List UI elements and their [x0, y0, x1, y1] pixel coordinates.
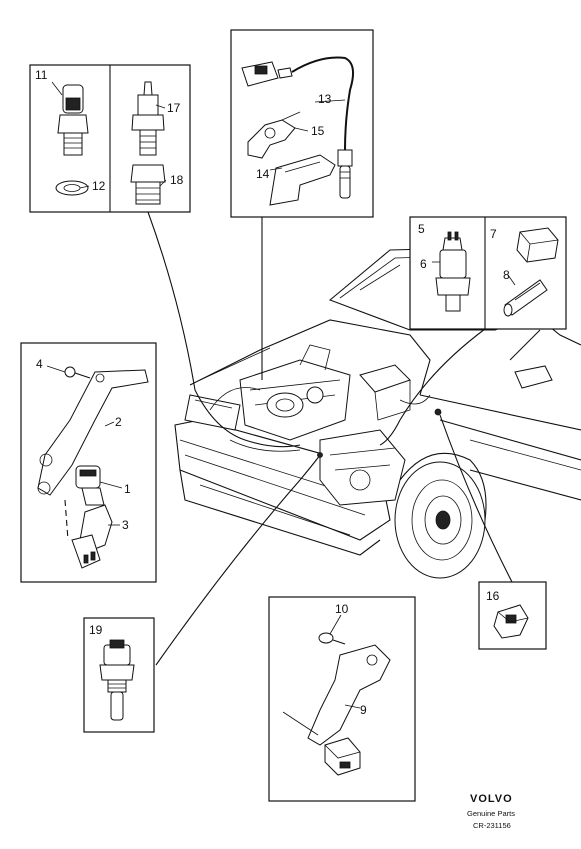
- part-8-fuse: [503, 279, 548, 317]
- part-18-adapter: [130, 164, 166, 205]
- part-15-bracket: [247, 111, 301, 159]
- volvo-logo: VOLVO: [470, 793, 513, 805]
- callout-6: 6: [420, 257, 427, 271]
- part-16-sensor: [493, 604, 529, 639]
- box-temp-sensor: 13 15 14: [230, 29, 374, 218]
- part-14-clip: [269, 154, 336, 206]
- box-switch-fuse: 5 6 7 8: [409, 216, 567, 330]
- part-9-sensor: [324, 737, 361, 776]
- callout-11: 11: [35, 68, 48, 82]
- footer-logo: VOLVO Genuine Parts CR-231156: [467, 793, 515, 830]
- leader-lines: [147, 211, 513, 666]
- part-9-bracket: [307, 644, 391, 746]
- callout-19: 19: [89, 623, 103, 637]
- part-4-screw: [64, 366, 91, 379]
- callout-13: 13: [318, 92, 332, 106]
- callout-5: 5: [418, 222, 425, 236]
- box-oil-pressure-switches: 11 12 17 18: [29, 64, 191, 213]
- callout-14: 14: [256, 167, 270, 181]
- callout-17: 17: [167, 101, 181, 115]
- box-sensor-16: 16: [478, 581, 547, 650]
- callout-2: 2: [115, 415, 122, 429]
- callout-15: 15: [311, 124, 325, 138]
- part-10-bolt: [318, 632, 346, 645]
- callout-16: 16: [486, 589, 500, 603]
- part-6-switch: [435, 231, 471, 312]
- part-3-connector: [71, 504, 113, 569]
- part-12-washer: [55, 180, 89, 196]
- part-13-sensor: [241, 56, 355, 199]
- callout-8: 8: [503, 268, 510, 282]
- footer-code: CR-231156: [473, 821, 511, 830]
- callout-9: 9: [360, 703, 367, 717]
- part-11-sender: [57, 84, 89, 156]
- car-illustration: [174, 247, 581, 579]
- box-coolant-sensor: 19: [83, 617, 155, 733]
- box-kickdown-sensor: 10 9: [268, 596, 416, 802]
- callout-4: 4: [36, 357, 43, 371]
- callout-10: 10: [335, 602, 349, 616]
- part-19-sensor: [99, 639, 135, 721]
- callout-18: 18: [170, 173, 184, 187]
- footer-subtitle: Genuine Parts: [467, 809, 515, 818]
- part-17-sender: [131, 81, 165, 156]
- box-position-sensor: 4 2 1 3: [20, 342, 157, 583]
- part-2-bracket: [37, 369, 149, 496]
- part-7-relay: [516, 227, 559, 263]
- callout-12: 12: [92, 179, 106, 193]
- callout-7: 7: [490, 227, 497, 241]
- callout-3: 3: [122, 518, 129, 532]
- callout-1: 1: [124, 482, 131, 496]
- part-1-sensor: [75, 465, 105, 506]
